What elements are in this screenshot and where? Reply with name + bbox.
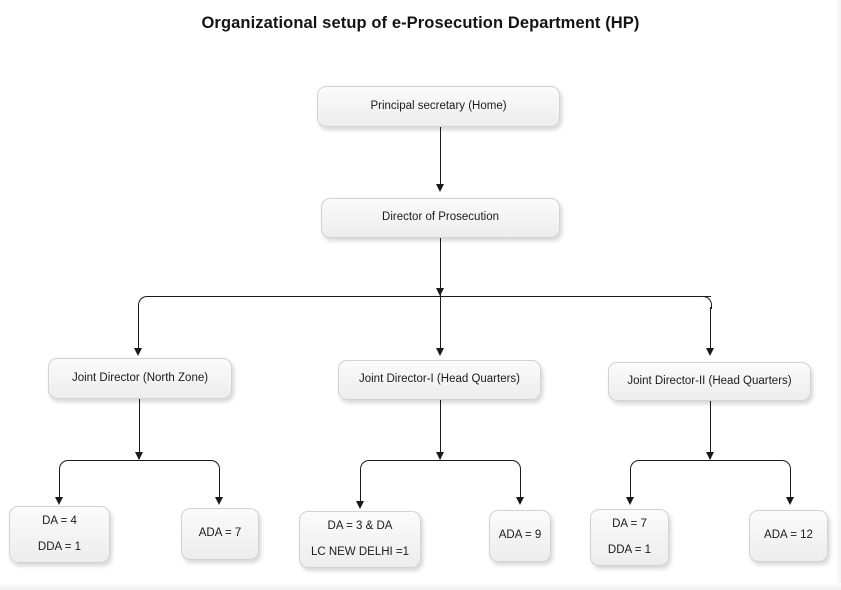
node-label-line2: DDA = 1: [37, 541, 82, 553]
north-bus-corner-right: [208, 460, 220, 472]
hq2-bus-corner-right: [779, 460, 791, 472]
arrowhead-hq1-ada: [515, 497, 524, 505]
hq1-bus-horizontal: [370, 460, 511, 461]
connector-jd1-to-bus: [440, 399, 441, 459]
arrowhead-jd-2: [705, 348, 714, 356]
bus-corner-right: [699, 296, 712, 309]
node-label-line1: DA = 4: [42, 514, 77, 527]
arrowhead-hq2-ada: [785, 497, 794, 505]
node-hq2-ada[interactable]: ADA = 12: [749, 510, 828, 562]
node-label: Joint Director-II (Head Quarters): [627, 374, 792, 387]
arrowhead-north-bus: [134, 452, 143, 460]
hq1-bus-corner-right: [509, 460, 521, 472]
arrowhead-jd-1: [435, 348, 444, 356]
arrowhead-north-da: [54, 497, 63, 505]
hq2-bus-drop-left: [630, 470, 631, 500]
bus-drop-center: [440, 296, 441, 353]
arrowhead-north-ada: [214, 497, 223, 505]
page-edge-right: [835, 0, 841, 590]
hq1-bus-drop-right: [520, 470, 521, 500]
node-label-line1: ADA = 12: [764, 529, 813, 542]
bus-horizontal: [149, 296, 711, 297]
node-principal-secretary[interactable]: Principal secretary (Home): [317, 86, 560, 127]
bus-drop-right: [710, 307, 711, 353]
hq2-bus-drop-right: [790, 470, 791, 500]
arrowhead-hq2-da: [625, 497, 634, 505]
node-label-line1: ADA = 9: [498, 529, 542, 542]
node-director-of-prosecution[interactable]: Director of Prosecution: [321, 198, 560, 238]
hq1-bus-corner-left: [360, 460, 372, 472]
hq1-bus-drop-left: [360, 470, 361, 504]
north-bus-horizontal: [69, 460, 210, 461]
node-north-ada[interactable]: ADA = 7: [181, 508, 259, 560]
node-joint-director-1-head-quarters[interactable]: Joint Director-I (Head Quarters): [338, 360, 541, 400]
node-label-line2: DDA = 1: [607, 544, 652, 556]
north-bus-corner-left: [59, 460, 71, 472]
arrowhead-hq1-da: [355, 501, 364, 509]
node-label: Joint Director-I (Head Quarters): [358, 373, 521, 386]
node-label: Principal secretary (Home): [370, 99, 507, 112]
north-bus-drop-left: [59, 470, 60, 500]
connector-jdnorth-to-bus: [139, 399, 140, 459]
north-bus-drop-right: [219, 470, 220, 500]
node-label-line2: LC NEW DELHI =1: [310, 546, 410, 558]
bus-drop-left: [138, 307, 139, 353]
node-label: Joint Director (North Zone): [71, 371, 209, 384]
node-hq1-da-lc[interactable]: DA = 3 & DA LC NEW DELHI =1: [299, 511, 421, 568]
node-label: Director of Prosecution: [382, 211, 499, 224]
node-hq1-ada[interactable]: ADA = 9: [489, 510, 551, 562]
connector-ps-to-dop: [440, 127, 441, 189]
arrowhead-jd-north: [133, 348, 142, 356]
node-joint-director-2-head-quarters[interactable]: Joint Director-II (Head Quarters): [608, 362, 811, 401]
connector-dop-to-bus: [440, 238, 441, 296]
node-label-line1: DA = 7: [612, 517, 647, 530]
node-joint-director-north-zone[interactable]: Joint Director (North Zone): [48, 358, 232, 399]
page-title: Organizational setup of e-Prosecution De…: [201, 14, 640, 32]
page-edge-bottom: [0, 583, 841, 590]
hq2-bus-corner-left: [630, 460, 642, 472]
connector-jd2-to-bus: [710, 399, 711, 459]
arrowhead-dop: [435, 184, 444, 192]
node-hq2-da-dda[interactable]: DA = 7 DDA = 1: [590, 509, 669, 566]
node-label-line1: DA = 3 & DA: [327, 519, 393, 532]
node-north-da-dda[interactable]: DA = 4 DDA = 1: [9, 506, 110, 563]
hq2-bus-horizontal: [640, 460, 781, 461]
node-label-line1: ADA = 7: [198, 527, 242, 540]
bus-corner-left: [138, 296, 151, 309]
arrowhead-hq1-bus: [435, 452, 444, 460]
arrowhead-bus-center: [435, 288, 444, 296]
arrowhead-hq2-bus: [705, 452, 714, 460]
